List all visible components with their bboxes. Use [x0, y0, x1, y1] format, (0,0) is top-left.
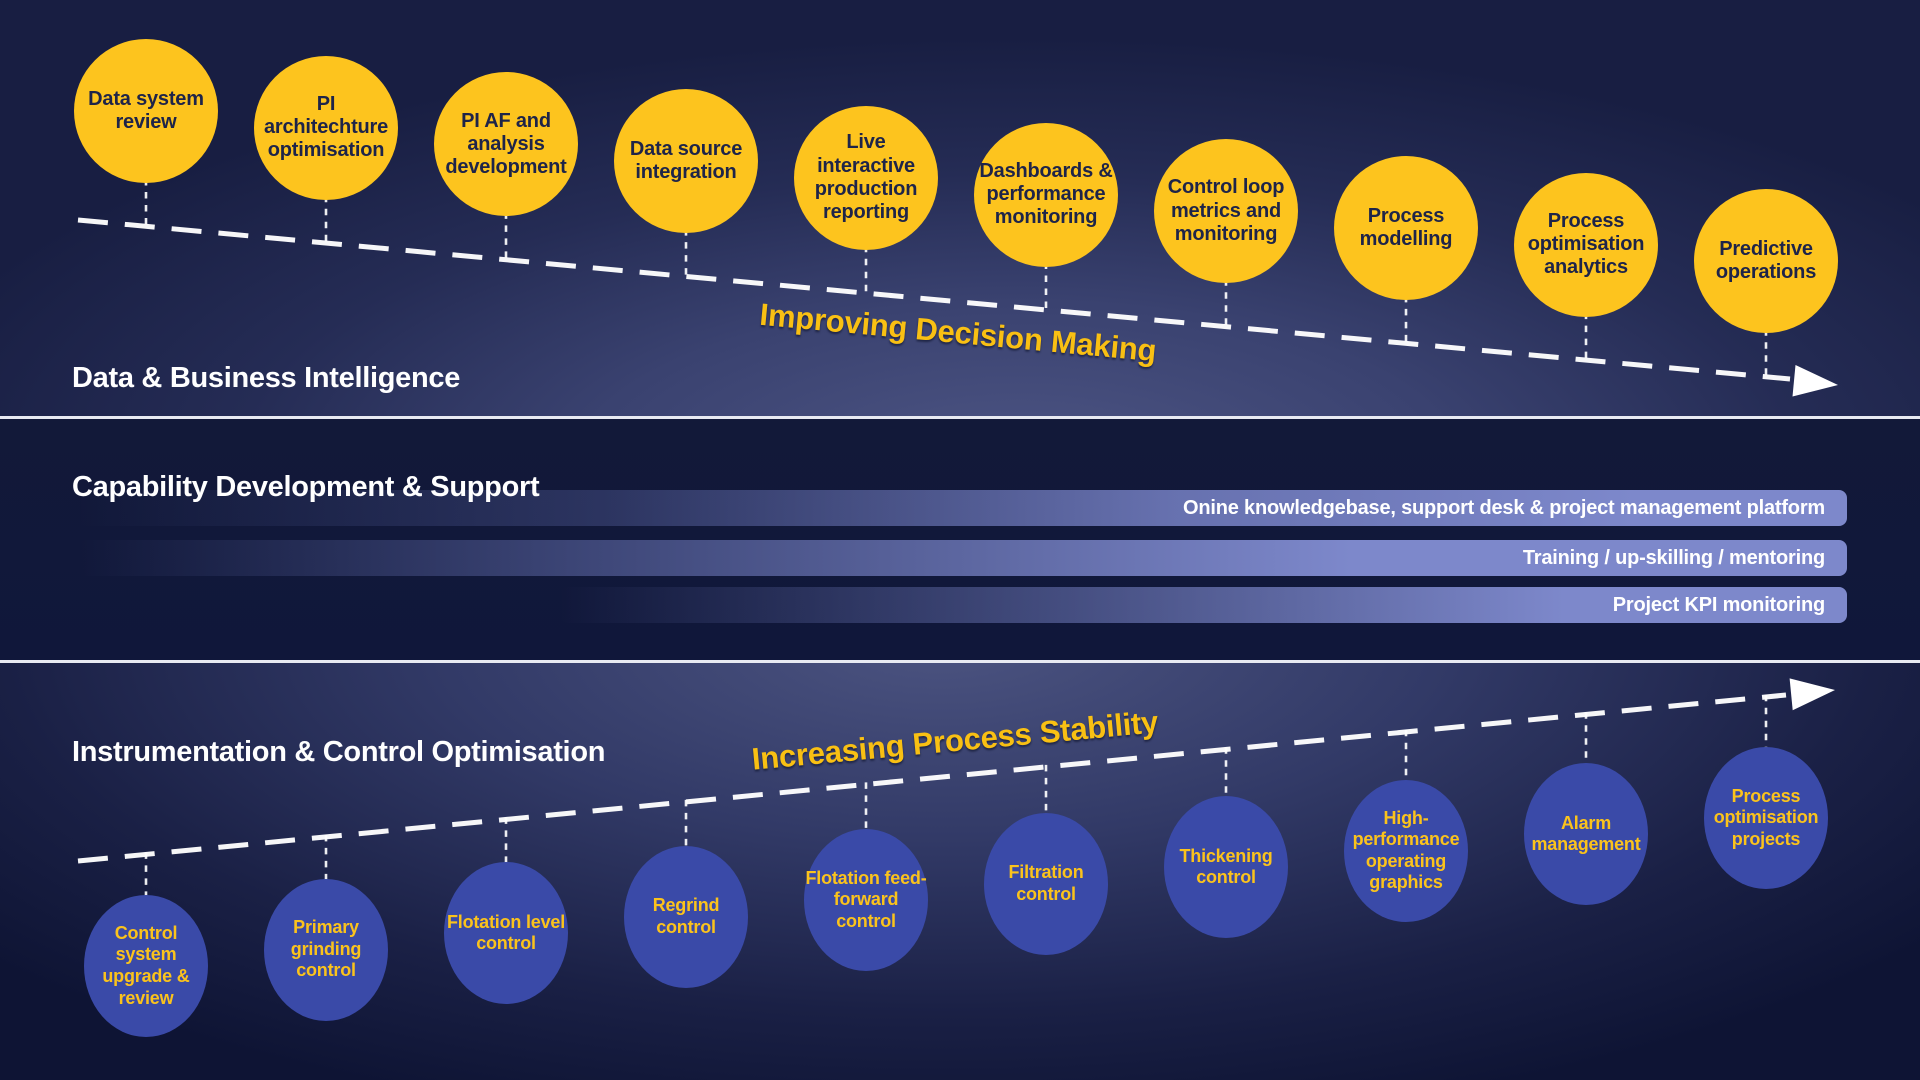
band-data-business-intelligence [0, 0, 1920, 416]
capability-bar-knowledgebase: Onine knowledgebase, support desk & proj… [78, 490, 1847, 526]
capability-bar-label: Training / up-skilling / mentoring [1522, 546, 1825, 569]
title-capability-development: Capability Development & Support [72, 471, 540, 504]
title-instrumentation-control: Instrumentation & Control Optimisation [72, 736, 606, 769]
band-divider-top [0, 416, 1920, 419]
capability-bar-label: Onine knowledgebase, support desk & proj… [1183, 496, 1825, 519]
capability-bar-kpi-monitoring: Project KPI monitoring [560, 587, 1847, 623]
capability-bar-label: Project KPI monitoring [1612, 593, 1825, 616]
band-divider-bottom [0, 660, 1920, 663]
capability-bar-training: Training / up-skilling / mentoring [78, 540, 1847, 576]
title-data-business-intelligence: Data & Business Intelligence [72, 362, 461, 395]
